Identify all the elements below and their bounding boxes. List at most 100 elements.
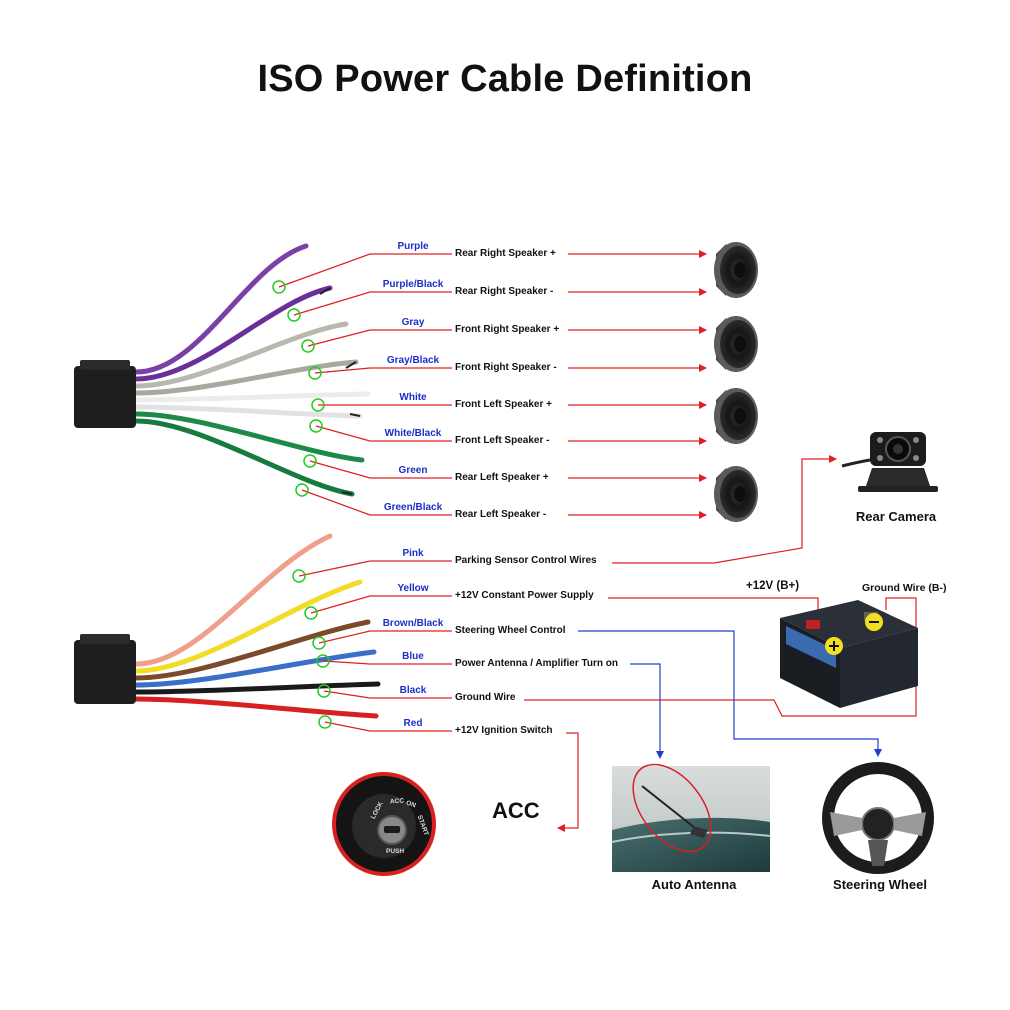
diagram-title: ISO Power Cable Definition xyxy=(257,58,753,100)
highlight-circle-7 xyxy=(295,483,309,497)
power-highlight-circle-3 xyxy=(316,654,330,668)
speaker-dust-cap-2 xyxy=(734,408,746,424)
leader-0 xyxy=(278,253,371,288)
steering-wheel-icon xyxy=(822,762,934,874)
leader-3 xyxy=(314,367,371,374)
power-leader-1 xyxy=(310,595,371,614)
speaker-icon-2 xyxy=(714,388,758,444)
leader-7 xyxy=(301,489,371,516)
steering-wheel-label: Steering Wheel xyxy=(833,877,927,892)
wire-color-label-5: White/Black xyxy=(384,428,442,439)
wire-color-label-2: Gray xyxy=(401,317,425,328)
route-red-ignition xyxy=(557,732,579,832)
wire-0 xyxy=(133,243,309,375)
leader-2 xyxy=(307,329,371,347)
power-leader-3 xyxy=(322,660,371,665)
wire-5 xyxy=(133,404,363,419)
power-leader-4 xyxy=(323,690,371,699)
leader-6 xyxy=(309,460,371,479)
power-function-label-1: +12V Constant Power Supply xyxy=(455,590,594,601)
speaker-dust-cap-1 xyxy=(734,336,746,352)
car-battery-icon xyxy=(780,600,918,708)
route-black-ground xyxy=(524,597,917,717)
speaker-icon-1 xyxy=(714,316,758,372)
route-brown-steering xyxy=(578,630,882,757)
power-highlight-circle-4 xyxy=(317,684,331,698)
wire-function-label-6: Rear Left Speaker + xyxy=(455,472,549,483)
power-function-label-2: Steering Wheel Control xyxy=(455,625,566,636)
wire-color-label-4: White xyxy=(399,392,427,403)
wire-4 xyxy=(133,391,371,403)
highlight-circle-4 xyxy=(311,398,325,412)
wire-function-label-5: Front Left Speaker - xyxy=(455,435,550,446)
wire-function-label-4: Front Left Speaker + xyxy=(455,399,552,410)
leader-lines xyxy=(272,250,917,832)
speaker-connector xyxy=(74,366,136,428)
power-color-label-3: Blue xyxy=(402,651,424,662)
power-color-label-1: Yellow xyxy=(397,583,429,594)
power-wire-4 xyxy=(133,681,381,695)
wire-1 xyxy=(133,285,333,382)
power-color-label-4: Black xyxy=(399,685,427,696)
battery-positive-label: +12V (B+) xyxy=(746,580,800,592)
power-highlight-circle-1 xyxy=(304,606,318,620)
speaker-group xyxy=(714,242,758,522)
wire-7 xyxy=(133,418,355,497)
speaker-wire-bundle xyxy=(133,243,371,497)
power-wire-5 xyxy=(133,696,379,719)
power-wire-bundle xyxy=(133,533,381,719)
wire-function-label-3: Front Right Speaker - xyxy=(455,362,557,373)
wire-color-label-0: Purple xyxy=(397,241,429,252)
ignition-switch-icon xyxy=(332,772,436,876)
wire-color-label-7: Green/Black xyxy=(383,502,443,513)
power-color-label-5: Red xyxy=(403,718,423,729)
highlight-circle-1 xyxy=(287,308,301,322)
wire-color-label-3: Gray/Black xyxy=(386,355,440,366)
power-wire-2 xyxy=(133,619,371,681)
wire-stripe-5 xyxy=(349,413,361,417)
wire-function-label-2: Front Right Speaker + xyxy=(455,324,560,335)
power-color-label-0: Pink xyxy=(402,548,424,559)
leader-5 xyxy=(315,425,371,442)
speaker-dust-cap-3 xyxy=(734,486,746,502)
wire-6 xyxy=(133,411,365,463)
wire-3 xyxy=(133,359,359,396)
power-function-label-3: Power Antenna / Amplifier Turn on xyxy=(455,658,618,669)
highlight-circle-6 xyxy=(303,454,317,468)
power-color-label-2: Brown/Black xyxy=(382,618,444,629)
battery-ground-label: Ground Wire (B-) xyxy=(862,582,947,594)
power-wire-0 xyxy=(133,533,333,667)
key-push-text: PUSH xyxy=(386,848,405,855)
route-yellow-battery xyxy=(608,597,819,616)
highlight-circle-5 xyxy=(309,419,323,433)
rear-camera-icon xyxy=(841,432,938,492)
wire-color-label-1: Purple/Black xyxy=(382,279,444,290)
power-wire-3 xyxy=(133,649,377,688)
power-highlight-circle-5 xyxy=(318,715,332,729)
power-highlight-circle-0 xyxy=(292,569,306,583)
acc-label: ACC xyxy=(492,798,540,823)
power-leader-2 xyxy=(318,630,371,644)
highlight-circle-0 xyxy=(272,280,286,294)
wire-function-label-7: Rear Left Speaker - xyxy=(455,509,547,520)
highlight-circle-2 xyxy=(301,339,315,353)
route-blue-antenna xyxy=(630,663,664,759)
wire-stripe-1 xyxy=(319,287,331,295)
key-acc-text: ACC xyxy=(389,797,405,806)
power-connector-clip xyxy=(80,634,130,644)
speaker-dust-cap-0 xyxy=(734,262,746,278)
power-leader-5 xyxy=(324,721,371,732)
power-highlight-circle-2 xyxy=(312,636,326,650)
power-function-label-5: +12V Ignition Switch xyxy=(455,725,553,736)
speaker-connector-clip xyxy=(80,360,130,370)
power-wire-1 xyxy=(133,579,363,674)
power-connector xyxy=(74,640,136,704)
wire-stripe-7 xyxy=(341,491,353,495)
auto-antenna-label: Auto Antenna xyxy=(651,877,737,892)
wire-function-label-0: Rear Right Speaker + xyxy=(455,248,556,259)
power-leader-0 xyxy=(298,560,371,577)
power-function-label-4: Ground Wire xyxy=(455,692,516,703)
speaker-icon-3 xyxy=(714,466,758,522)
wire-color-label-6: Green xyxy=(398,465,428,476)
